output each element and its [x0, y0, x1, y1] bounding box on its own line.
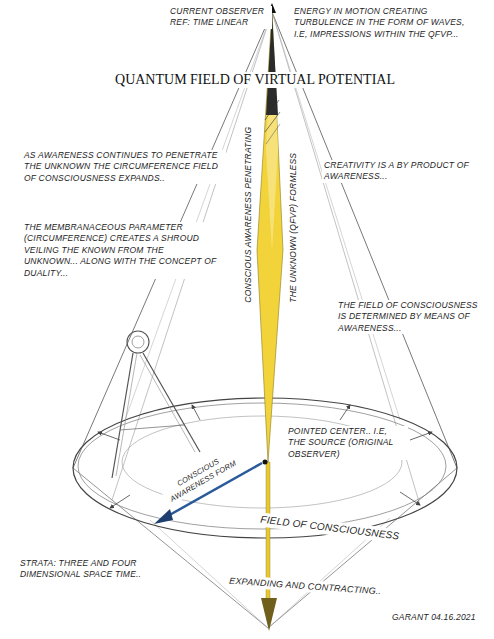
- diagram-title: QUANTUM FIELD OF VIRTUAL POTENTIAL: [112, 72, 398, 88]
- signature: GARANT 04.16.2021: [390, 612, 478, 623]
- shaft-label: THE UNKNOWN (QFVP) FORMLESS: [288, 151, 299, 305]
- expand-arrow: [400, 492, 420, 505]
- compass-brace: [120, 425, 185, 430]
- field-ellipse: [78, 403, 446, 529]
- expand-arrow: [192, 405, 200, 420]
- shaft-hatch: [265, 112, 280, 132]
- field-note: THE FIELD OF CONSCIOUSNESS IS DETERMINED…: [336, 300, 490, 334]
- shaft-highlight: [266, 12, 278, 250]
- lower-arrowhead: [261, 598, 277, 631]
- compass-leg: [140, 355, 195, 452]
- field-label: EXPANDING AND CONTRACTING..: [227, 574, 384, 597]
- compass-leg: [112, 353, 133, 478]
- cone-line: [150, 520, 268, 628]
- compass-leg: [143, 353, 200, 452]
- observer-note: CURRENT OBSERVER REF: TIME LINEAR: [168, 6, 272, 29]
- strata-note: STRATA: THREE AND FOUR DIMENSIONAL SPACE…: [18, 558, 152, 581]
- expand-arrow: [340, 405, 350, 420]
- shaft-hatch: [266, 124, 280, 144]
- awareness-note: AS AWARENESS CONTINUES TO PENETRATE THE …: [22, 150, 226, 184]
- shaft-label: CONSCIOUS AWARENESS PENETRATING: [243, 125, 254, 305]
- compass-ring: [127, 331, 149, 353]
- cone-line: [268, 468, 457, 628]
- compass-leg: [116, 353, 137, 476]
- shaft-hatch: [265, 100, 279, 120]
- center-point: [263, 460, 268, 465]
- awareness-arrowhead: [154, 509, 173, 524]
- field-label: FIELD OF CONSCIOUSNESS: [258, 513, 402, 544]
- center-note: POINTED CENTER.. I.E, THE SOURCE (ORIGIN…: [286, 426, 408, 460]
- expand-arrow: [110, 495, 130, 508]
- creativity-note: CREATIVITY IS A BY PRODUCT OF AWARENESS.…: [322, 160, 476, 183]
- expand-arrow: [410, 432, 432, 440]
- membrane-note: THE MEMBRANACEOUS PARAMETER (CIRCUMFEREN…: [22, 222, 221, 279]
- expand-arrow: [98, 432, 120, 440]
- energy-note: ENERGY IN MOTION CREATING TURBULENCE IN …: [292, 6, 481, 40]
- compass-ring: [132, 336, 144, 348]
